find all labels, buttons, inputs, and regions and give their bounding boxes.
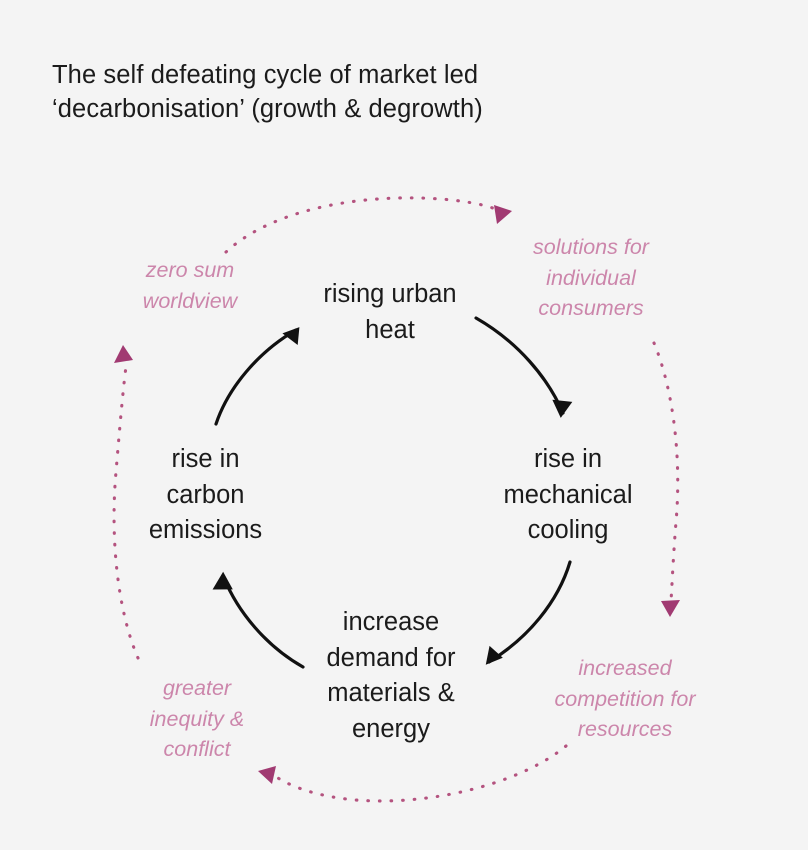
arrowhead-to-cooling bbox=[552, 399, 573, 418]
outer-arc-bottom bbox=[270, 744, 568, 803]
outer-arrowheads bbox=[114, 205, 680, 784]
node-rise-in-carbon-emissions: rise in carbon emissions bbox=[148, 445, 263, 544]
arrowhead-to-heat bbox=[282, 327, 300, 346]
inner-arrowheads bbox=[212, 327, 573, 665]
arrowhead-to-demand bbox=[485, 645, 503, 665]
arrow-emissions-to-heat-path bbox=[214, 328, 298, 426]
node-rising-urban-heat: rising urban heat bbox=[323, 280, 457, 344]
page-title: The self defeating cycle of market led ‘… bbox=[52, 61, 483, 123]
arrowhead-to-emissions bbox=[212, 571, 233, 590]
outer-label-solutions-for-individual-consumers: solutions for individual consumers bbox=[533, 235, 649, 320]
outer-label-greater-inequity-conflict: greater inequity & conflict bbox=[149, 676, 245, 761]
node-rise-in-mechanical-cooling: rise in mechanical cooling bbox=[503, 445, 633, 544]
outer-label-increased-competition-for-resources: increased competition for resources bbox=[554, 656, 696, 741]
outer-arrowhead-bottomright bbox=[661, 600, 680, 617]
outer-label-zero-sum-worldview: zero sum worldview bbox=[142, 258, 238, 313]
outer-arc-top bbox=[224, 196, 502, 254]
arrow-cooling-to-demand-path bbox=[487, 560, 572, 664]
arrow-demand-to-emissions-path bbox=[222, 576, 305, 669]
outer-arrowhead-topright bbox=[494, 205, 512, 224]
outer-dotted-arc-group bbox=[112, 196, 680, 803]
outer-arrowhead-topleft bbox=[114, 345, 133, 363]
outer-arrowhead-bottomleft bbox=[258, 766, 276, 784]
outer-arc-left bbox=[112, 358, 140, 660]
node-increase-demand-materials-energy: increase demand for materials & energy bbox=[326, 608, 456, 743]
